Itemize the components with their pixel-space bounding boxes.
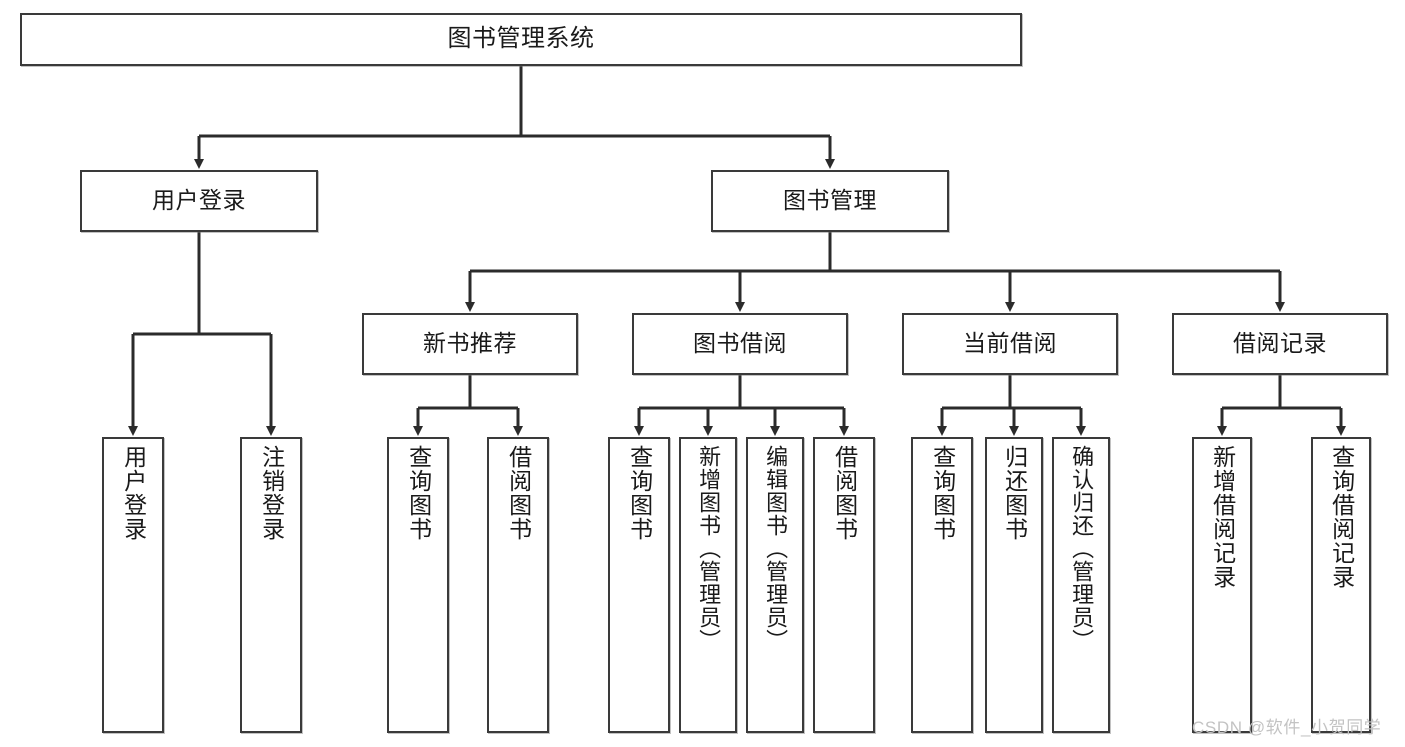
leaf-add-borrow-record[interactable]: 新增借阅记录 xyxy=(1192,437,1252,733)
leaf-logout[interactable]: 注销登录 xyxy=(240,437,302,733)
node-root-label: 图书管理系统 xyxy=(447,25,595,53)
leaf-add-borrow-record-label: 新增借阅记录 xyxy=(1209,445,1236,589)
leaf-edit-book-admin[interactable]: 编辑图书（管理员） xyxy=(746,437,804,733)
node-new-book-recommend-label: 新书推荐 xyxy=(423,330,517,357)
node-borrow-records-label: 借阅记录 xyxy=(1233,330,1327,357)
node-user-login-label: 用户登录 xyxy=(152,187,246,214)
node-borrow-records[interactable]: 借阅记录 xyxy=(1172,313,1388,375)
leaf-borrow-book-label: 借阅图书 xyxy=(831,445,858,541)
node-current-borrow-label: 当前借阅 xyxy=(963,330,1057,357)
leaf-add-book-admin[interactable]: 新增图书（管理员） xyxy=(679,437,737,733)
leaf-query-borrow-record-label: 查询借阅记录 xyxy=(1328,445,1355,589)
leaf-query-book-current[interactable]: 查询图书 xyxy=(911,437,973,733)
leaf-query-book-recommend-label: 查询图书 xyxy=(405,445,432,541)
leaf-query-book-borrow[interactable]: 查询图书 xyxy=(608,437,670,733)
node-book-management[interactable]: 图书管理 xyxy=(711,170,949,232)
leaf-borrow-book-recommend-label: 借阅图书 xyxy=(505,445,532,541)
leaf-return-book[interactable]: 归还图书 xyxy=(985,437,1043,733)
leaf-return-book-label: 归还图书 xyxy=(1001,445,1028,541)
leaf-query-book-borrow-label: 查询图书 xyxy=(626,445,653,541)
csdn-watermark: CSDN @软件_小贺同学 xyxy=(1192,718,1382,737)
node-current-borrow[interactable]: 当前借阅 xyxy=(902,313,1118,375)
leaf-logout-label: 注销登录 xyxy=(258,445,285,541)
leaf-edit-book-admin-label: 编辑图书（管理员） xyxy=(763,445,789,652)
leaf-query-borrow-record[interactable]: 查询借阅记录 xyxy=(1311,437,1371,733)
leaf-query-book-recommend[interactable]: 查询图书 xyxy=(387,437,449,733)
leaf-borrow-book-recommend[interactable]: 借阅图书 xyxy=(487,437,549,733)
leaf-confirm-return-admin[interactable]: 确认归还（管理员） xyxy=(1052,437,1110,733)
leaf-user-login[interactable]: 用户登录 xyxy=(102,437,164,733)
leaf-add-book-admin-label: 新增图书（管理员） xyxy=(696,445,722,652)
leaf-borrow-book[interactable]: 借阅图书 xyxy=(813,437,875,733)
node-book-borrow[interactable]: 图书借阅 xyxy=(632,313,848,375)
leaf-confirm-return-admin-label: 确认归还（管理员） xyxy=(1069,445,1095,652)
leaf-user-login-label: 用户登录 xyxy=(120,445,147,541)
node-new-book-recommend[interactable]: 新书推荐 xyxy=(362,313,578,375)
node-root[interactable]: 图书管理系统 xyxy=(20,13,1022,66)
leaf-query-book-current-label: 查询图书 xyxy=(929,445,956,541)
node-book-management-label: 图书管理 xyxy=(783,187,877,214)
node-book-borrow-label: 图书借阅 xyxy=(693,330,787,357)
node-user-login[interactable]: 用户登录 xyxy=(80,170,318,232)
